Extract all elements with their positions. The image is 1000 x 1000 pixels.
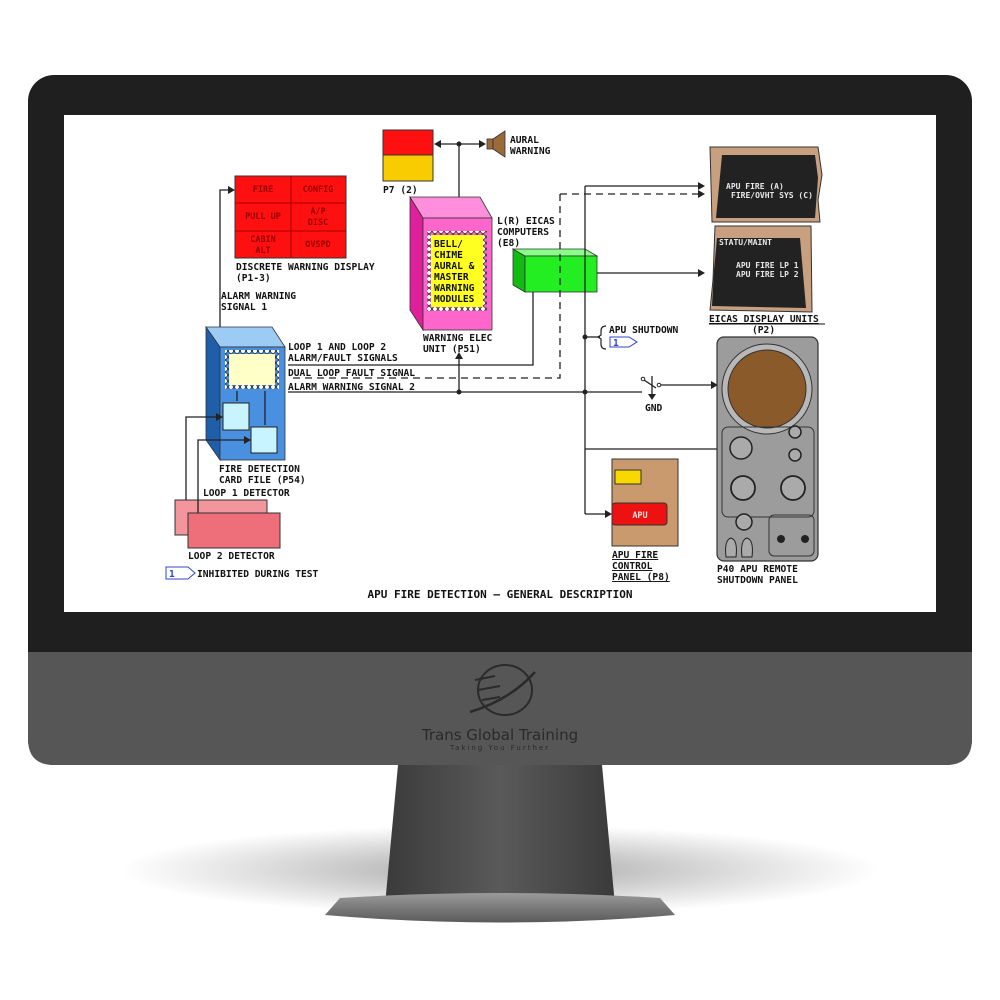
module-text: BELL/ xyxy=(434,239,463,250)
warning-cell-ovspd: OVSPD xyxy=(305,240,331,250)
fire-detection-card-file xyxy=(205,325,286,462)
signal-label-loops: LOOP 1 AND LOOP 2 xyxy=(288,342,386,353)
p7-master-warning-light xyxy=(382,129,434,156)
eicas-computers-label-3: (E8) xyxy=(497,238,520,249)
eicas-display-upper: APU FIRE (A) FIRE/OVHT SYS (C) xyxy=(709,146,823,223)
gnd-label: GND xyxy=(645,403,663,414)
signal-label-alarm-fault: ALARM/FAULT SIGNALS xyxy=(288,353,398,364)
warning-cell-alt: ALT xyxy=(255,246,270,256)
warning-unit-sublabel: UNIT (P51) xyxy=(423,344,481,355)
eicas-header: STATU/MAINT xyxy=(719,238,772,247)
module-text: AURAL & xyxy=(434,261,475,272)
alarm-signal-1-label: ALARM WARNING xyxy=(221,291,296,302)
apu-fire-panel-label: APU FIRE xyxy=(612,550,658,561)
diagram-title: APU FIRE DETECTION — GENERAL DESCRIPTION xyxy=(368,588,633,601)
apu-shutdown-note: 1 xyxy=(613,338,619,349)
discrete-display-sublabel: (P1-3) xyxy=(236,273,271,284)
apu-fire-control-panel: APU xyxy=(611,458,679,547)
speaker-icon xyxy=(486,130,506,158)
brand-name: Trans Global Training xyxy=(421,726,578,744)
eicas-display-lower: STATU/MAINT APU FIRE LP 1 APU FIRE LP 2 xyxy=(709,225,813,313)
legend-note-number: 1 xyxy=(169,569,175,580)
module-text: MODULES xyxy=(434,294,475,305)
aural-warning-label: AURAL xyxy=(510,135,539,146)
monitor-chin xyxy=(28,652,972,765)
warning-elec-unit: BELL/ CHIME AURAL & MASTER WARNING MODUL… xyxy=(409,195,493,355)
monitor-stand-base xyxy=(325,893,675,923)
signal-label-dual-loop: DUAL LOOP FAULT SIGNAL xyxy=(288,368,415,379)
eicas-display-label: EICAS DISPLAY UNITS xyxy=(709,314,819,325)
diagram: FIRE CONFIG PULL UP A/P DISC CABIN ALT O… xyxy=(165,129,825,601)
eicas-message: APU FIRE (A) xyxy=(726,182,784,191)
card-file-label: FIRE DETECTION xyxy=(219,464,300,475)
module-text: WARNING xyxy=(434,283,475,294)
switch-icon xyxy=(640,376,662,400)
discrete-display-label: DISCRETE WARNING DISPLAY xyxy=(236,262,375,273)
legend-text: INHIBITED DURING TEST xyxy=(197,569,319,580)
note-flag-icon xyxy=(165,566,196,580)
loop-2-label: LOOP 2 DETECTOR xyxy=(188,551,275,562)
brand-tagline: Taking You Further xyxy=(449,744,550,752)
p40-remote-shutdown-panel xyxy=(716,336,819,562)
eicas-message: FIRE/OVHT SYS (C) xyxy=(731,191,813,200)
warning-cell-config: CONFIG xyxy=(303,185,334,195)
alarm-signal-1-sublabel: SIGNAL 1 xyxy=(221,302,267,313)
monitor-stand-neck xyxy=(385,765,615,905)
brand-logo: Trans Global Training Taking You Further xyxy=(421,664,578,752)
loop-1-label: LOOP 1 DETECTOR xyxy=(203,488,290,499)
warning-cell-ap: A/P xyxy=(310,207,325,217)
warning-cell-fire: FIRE xyxy=(253,185,273,195)
eicas-display-sublabel: (P2) xyxy=(752,325,775,336)
aural-warning-sublabel: WARNING xyxy=(510,146,551,157)
apu-shutdown-label: APU SHUTDOWN xyxy=(609,325,679,336)
apu-fire-handle-label: APU xyxy=(632,511,647,521)
loop-2-detector xyxy=(187,512,281,549)
p7-master-caution-light xyxy=(382,154,434,182)
discrete-warning-display: FIRE CONFIG PULL UP A/P DISC CABIN ALT O… xyxy=(234,175,375,284)
apu-fire-panel-label-2: CONTROL xyxy=(612,561,653,572)
module-text: CHIME xyxy=(434,250,463,261)
p40-panel-label: P40 APU REMOTE xyxy=(717,564,798,575)
signal-label-alarm-2: ALARM WARNING SIGNAL 2 xyxy=(288,382,415,393)
p40-panel-sublabel: SHUTDOWN PANEL xyxy=(717,575,798,586)
module-text: MASTER xyxy=(434,272,469,283)
card-file-sublabel: CARD FILE (P54) xyxy=(219,475,306,486)
warning-cell-pull-up: PULL UP xyxy=(245,212,281,222)
warning-cell-cabin: CABIN xyxy=(250,235,276,245)
fire-handle-icon xyxy=(727,349,807,429)
p7-label: P7 (2) xyxy=(383,185,418,196)
note-flag-icon xyxy=(609,336,638,348)
eicas-message: APU FIRE LP 2 xyxy=(736,270,799,279)
warning-cell-disc: DISC xyxy=(308,218,328,228)
eicas-message: APU FIRE LP 1 xyxy=(736,261,799,270)
eicas-computers-label: L(R) EICAS xyxy=(497,216,555,227)
eicas-computers-label-2: COMPUTERS xyxy=(497,227,549,238)
warning-unit-label: WARNING ELEC xyxy=(423,333,493,344)
apu-fire-panel-label-3: PANEL (P8) xyxy=(612,572,670,583)
